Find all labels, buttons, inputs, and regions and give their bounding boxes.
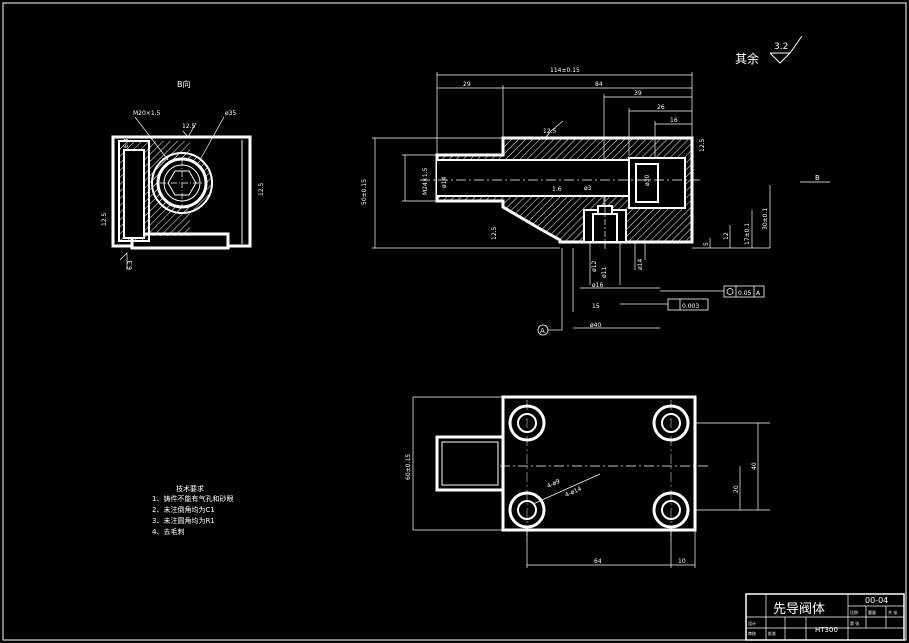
svg-text:10: 10: [678, 558, 686, 565]
svg-text:ø11: ø11: [601, 267, 608, 278]
svg-text:50±0.15: 50±0.15: [361, 179, 368, 205]
svg-text:ø40: ø40: [590, 322, 601, 329]
svg-text:12.5: 12.5: [543, 128, 557, 135]
svg-text:64: 64: [594, 558, 602, 565]
svg-text:6.3: 6.3: [127, 260, 134, 270]
drawing-number: 00-04: [865, 596, 888, 605]
svg-text:ø12: ø12: [591, 261, 598, 272]
material: HT300: [815, 626, 838, 634]
svg-text:26: 26: [657, 104, 665, 111]
svg-text:5: 5: [703, 242, 710, 246]
svg-text:A: A: [540, 327, 545, 335]
tech-requirements-title: 技术要求: [176, 484, 204, 493]
svg-text:0.05: 0.05: [738, 290, 752, 297]
surface-finish-note: 其余 3.2: [735, 35, 803, 66]
top-view: 4-ø9 4-ø14 60±0.15 40 20 64 10: [405, 395, 770, 568]
svg-text:114±0.15: 114±0.15: [550, 67, 580, 74]
svg-text:12.5: 12.5: [101, 212, 108, 226]
svg-text:其余: 其余: [735, 51, 759, 66]
svg-text:12.5: 12.5: [699, 138, 706, 152]
svg-text:4-ø14: 4-ø14: [564, 485, 583, 499]
svg-text:0.003: 0.003: [682, 303, 699, 310]
svg-text:12.5: 12.5: [182, 123, 196, 130]
svg-text:M20×1.5: M20×1.5: [133, 110, 161, 117]
svg-text:15: 15: [592, 303, 600, 310]
tech-requirement-item: 1、铸件不能有气孔和砂眼: [152, 494, 233, 503]
svg-text:60±0.15: 60±0.15: [405, 454, 412, 480]
svg-text:4-ø9: 4-ø9: [546, 478, 561, 490]
svg-text:审核: 审核: [748, 630, 756, 636]
svg-text:ø16: ø16: [592, 282, 603, 289]
svg-text:ø14: ø14: [637, 259, 644, 270]
svg-text:设计: 设计: [748, 620, 756, 626]
section-view: B向 M20×1.5 12.5 ø35 12.5 12.5 6.3 6.3: [101, 79, 265, 270]
svg-text:17±0.1: 17±0.1: [744, 223, 751, 245]
title-block: 先导阀体 00-04 HT300 比例 重量 共 张 第 张 设计 审核 批准: [745, 593, 905, 641]
svg-text:40: 40: [751, 462, 758, 470]
svg-text:第 张: 第 张: [850, 620, 859, 626]
svg-text:29: 29: [463, 81, 471, 88]
svg-text:ø14: ø14: [441, 177, 448, 188]
svg-text:A: A: [756, 290, 761, 297]
svg-text:1.6: 1.6: [552, 186, 562, 193]
tech-requirement-item: 2、未注倒角均为C1: [152, 505, 215, 514]
svg-text:ø35: ø35: [225, 110, 236, 117]
svg-text:B: B: [815, 174, 820, 182]
svg-text:12.5: 12.5: [491, 226, 498, 240]
svg-text:3.2: 3.2: [774, 42, 788, 52]
svg-text:12: 12: [723, 232, 730, 240]
tech-requirement-item: 3、未注圆角均为R1: [152, 516, 215, 525]
tech-requirement-item: 4、去毛刺: [152, 527, 184, 536]
svg-text:共 张: 共 张: [888, 609, 897, 615]
svg-text:B向: B向: [177, 79, 191, 89]
svg-text:16: 16: [670, 117, 678, 124]
technical-requirements: 技术要求 1、铸件不能有气孔和砂眼 2、未注倒角均为C1 3、未注圆角均为R1 …: [152, 484, 233, 536]
svg-text:20: 20: [733, 485, 740, 493]
svg-text:比例: 比例: [850, 609, 858, 615]
svg-text:重量: 重量: [868, 609, 876, 615]
svg-text:39: 39: [634, 90, 642, 97]
svg-text:6.3: 6.3: [123, 138, 130, 148]
part-name: 先导阀体: [773, 602, 825, 617]
front-view: 114±0.15 29 84 39 26 16 M24×1.5 ø14 1.6: [361, 67, 830, 336]
svg-text:ø3: ø3: [584, 185, 592, 192]
svg-text:ø30: ø30: [644, 175, 651, 186]
svg-text:30±0.1: 30±0.1: [762, 208, 769, 230]
svg-text:84: 84: [595, 81, 603, 88]
svg-text:12.5: 12.5: [258, 182, 265, 196]
svg-text:M24×1.5: M24×1.5: [422, 167, 429, 195]
svg-text:批准: 批准: [768, 630, 776, 636]
